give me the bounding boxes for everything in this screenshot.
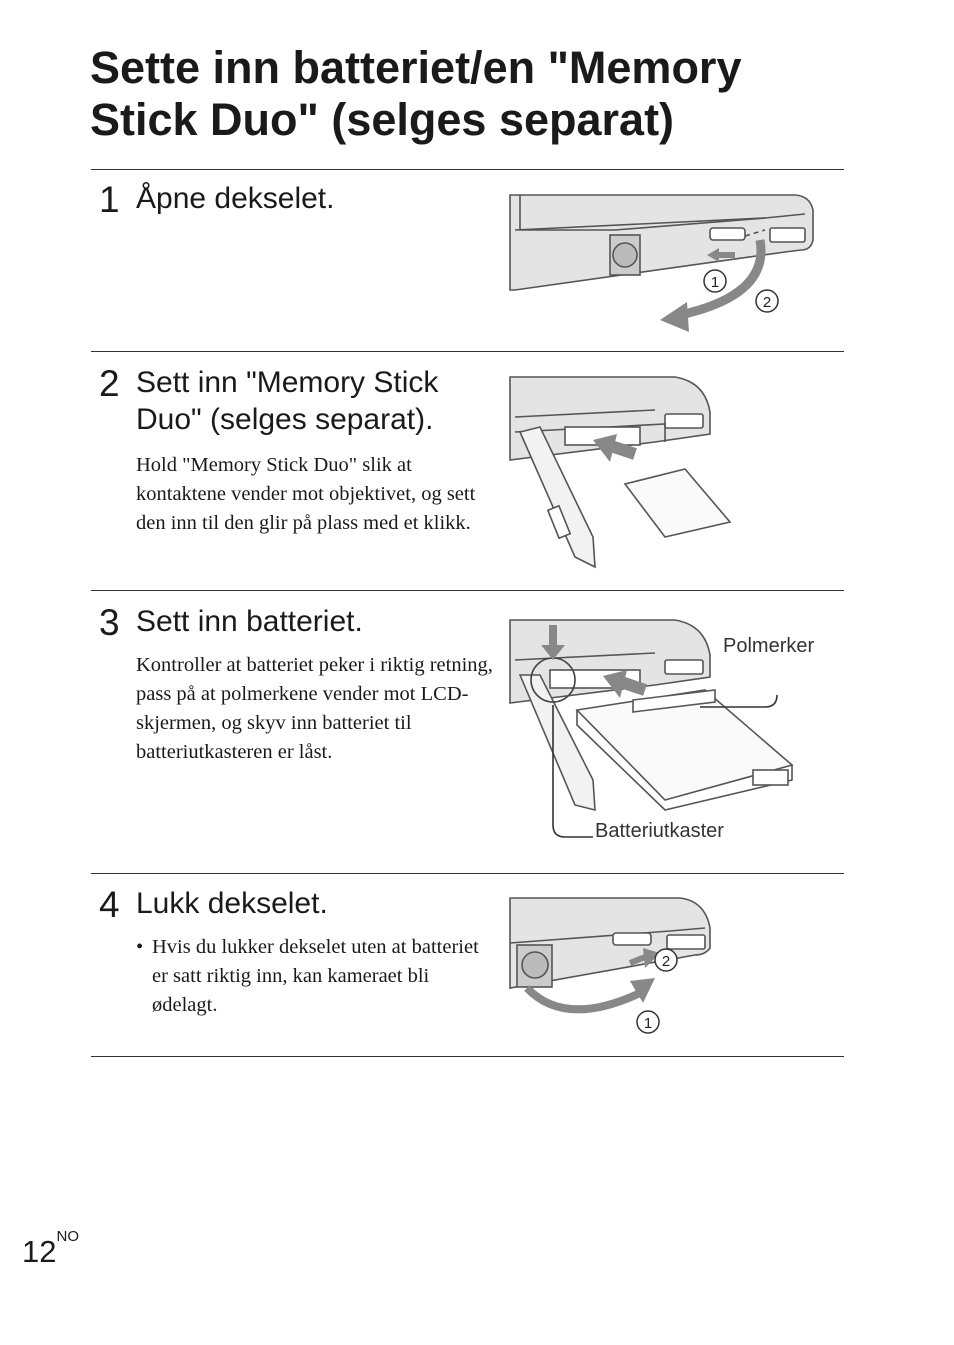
- open-cover-illustration: 1 2: [509, 194, 814, 332]
- bullet-marker: •: [136, 936, 144, 958]
- page-number: 12NO: [22, 1228, 79, 1270]
- step-body: Kontroller at batteriet peker i riktig r…: [136, 654, 493, 763]
- insert-memory-stick-illustration: [509, 376, 732, 569]
- step-heading: Sett inn "Memory Stick Duo" (selges sepa…: [136, 366, 439, 436]
- step-body: Hold "Memory Stick Duo" slik at kontakte…: [136, 454, 476, 534]
- marker-2: 2: [763, 294, 771, 311]
- step-heading: Åpne dekselet.: [136, 182, 335, 215]
- marker-1: 1: [711, 274, 719, 291]
- step-1: 1 Åpne dekselet.: [91, 180, 844, 350]
- close-cover-illustration: 2 1: [509, 897, 711, 1034]
- step-heading: Sett inn batteriet.: [136, 605, 363, 638]
- marker-1: 1: [644, 1015, 652, 1032]
- callout-batteriutkaster: Batteriutkaster: [595, 820, 724, 842]
- step-number: 3: [99, 602, 120, 643]
- divider: [91, 1056, 844, 1057]
- step-number: 2: [99, 363, 120, 404]
- bullet-item: • Hvis du lukker dekselet uten at batter…: [136, 933, 496, 1020]
- step-2: 2 Sett inn "Memory Stick Duo" (selges se…: [91, 364, 844, 584]
- step-heading: Lukk dekselet.: [136, 887, 328, 920]
- step-4: 4 Lukk dekselet. • Hvis du lukker deksel…: [91, 885, 844, 1050]
- step-body: Hvis du lukker dekselet uten at batterie…: [152, 936, 479, 1016]
- marker-2: 2: [662, 953, 670, 970]
- page-number-value: 12: [22, 1234, 57, 1269]
- step-number: 4: [99, 884, 120, 925]
- divider: [91, 873, 844, 874]
- insert-battery-illustration: [509, 619, 794, 838]
- divider: [91, 590, 844, 591]
- divider: [91, 351, 844, 352]
- page-language: NO: [56, 1228, 79, 1245]
- step-number: 1: [99, 179, 120, 220]
- callout-polmerker: Polmerker: [723, 635, 815, 657]
- step-3: 3 Sett inn batteriet. Kontroller at batt…: [91, 603, 844, 868]
- divider: [91, 169, 844, 170]
- page-title: Sette inn batteriet/en "Memory Stick Duo…: [90, 42, 742, 145]
